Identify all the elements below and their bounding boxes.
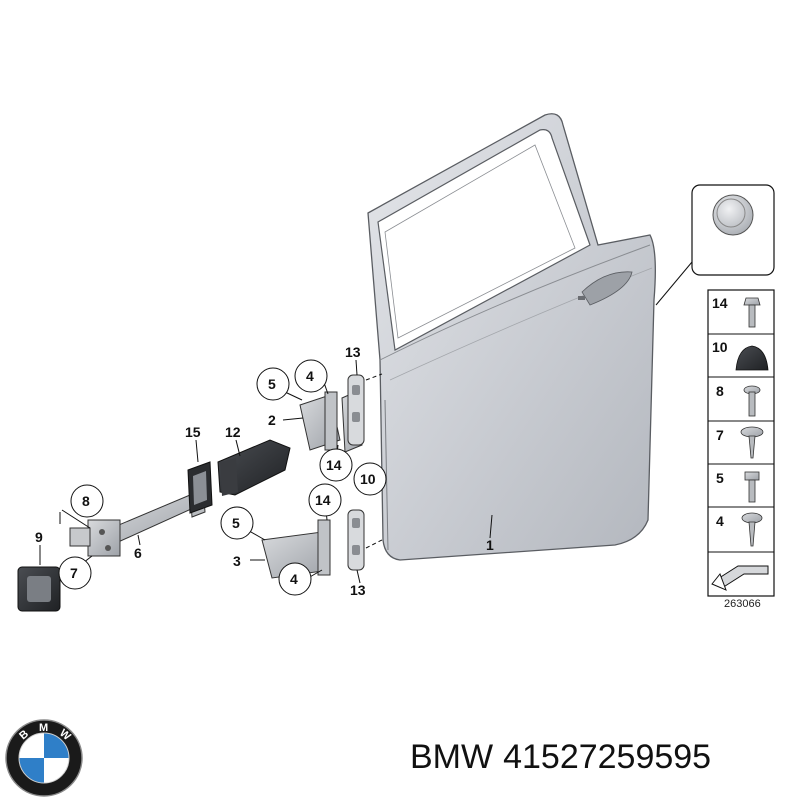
svg-text:10: 10 (712, 339, 728, 355)
svg-text:15: 15 (185, 424, 201, 440)
svg-text:7: 7 (716, 427, 724, 443)
legend-item-5: 5 (716, 470, 760, 503)
svg-text:M: M (39, 722, 48, 734)
svg-text:8: 8 (82, 493, 90, 509)
callout-1: 1 (486, 537, 494, 553)
callout-3: 3 (233, 553, 241, 569)
svg-text:1: 1 (486, 537, 494, 553)
svg-text:12: 12 (225, 424, 241, 440)
svg-text:13: 13 (345, 344, 361, 360)
drawing-number: 263066 (724, 598, 761, 610)
legend-footer-arrow-icon (711, 565, 769, 591)
part-3-lower-hinge (261, 519, 331, 579)
legend-item-8: 8 (716, 383, 761, 417)
part-15-gasket (187, 461, 213, 514)
callout-7: 7 (58, 556, 92, 590)
part-12-cover (217, 439, 291, 496)
callout-12: 12 (225, 424, 241, 440)
part-number: 41527259595 (503, 738, 712, 776)
legend-item-14: 14 (712, 295, 761, 328)
svg-text:5: 5 (268, 376, 276, 392)
fastener-legend: 14 10 8 7 5 (707, 289, 775, 597)
svg-text:9: 9 (35, 529, 43, 545)
callout-15: 15 (185, 424, 201, 440)
svg-text:4: 4 (290, 571, 298, 587)
part-13-upper-plate (347, 374, 365, 446)
callout-14-upper: 14 (319, 448, 353, 482)
callout-4-lower: 4 (278, 562, 312, 596)
brand-name: BMW (410, 738, 494, 776)
legend-item-7: 7 (716, 426, 764, 459)
part-13-lower-plate (347, 509, 365, 571)
svg-text:7: 7 (70, 565, 78, 581)
bmw-logo: B M W (5, 719, 83, 797)
svg-text:6: 6 (134, 545, 142, 561)
callout-13-lower: 13 (350, 582, 366, 598)
part-11-box (691, 184, 775, 276)
svg-text:14: 14 (712, 295, 728, 311)
legend-item-4: 4 (716, 512, 763, 547)
part-9-frame (17, 566, 61, 612)
svg-text:4: 4 (306, 368, 314, 384)
callout-6: 6 (134, 545, 142, 561)
svg-text:8: 8 (716, 383, 724, 399)
callout-8: 8 (70, 484, 104, 518)
callout-9: 9 (35, 529, 43, 545)
svg-text:10: 10 (360, 471, 376, 487)
legend-item-10: 10 (712, 339, 769, 371)
callout-14-lower: 14 (308, 483, 342, 517)
callout-10: 10 (353, 462, 387, 496)
callout-13-upper: 13 (345, 344, 361, 360)
svg-text:13: 13 (350, 582, 366, 598)
svg-text:5: 5 (716, 470, 724, 486)
svg-text:3: 3 (233, 553, 241, 569)
svg-text:5: 5 (232, 515, 240, 531)
svg-text:4: 4 (716, 513, 724, 529)
svg-text:14: 14 (315, 492, 331, 508)
callout-labels: 1 2 3 4 4 5 5 (35, 257, 736, 598)
svg-text:14: 14 (326, 457, 342, 473)
svg-text:2: 2 (268, 412, 276, 428)
callout-5-lower: 5 (220, 506, 254, 540)
callout-4-upper: 4 (294, 359, 328, 393)
door-shell (367, 113, 656, 561)
callout-2: 2 (268, 412, 276, 428)
callout-5-upper: 5 (256, 367, 290, 401)
